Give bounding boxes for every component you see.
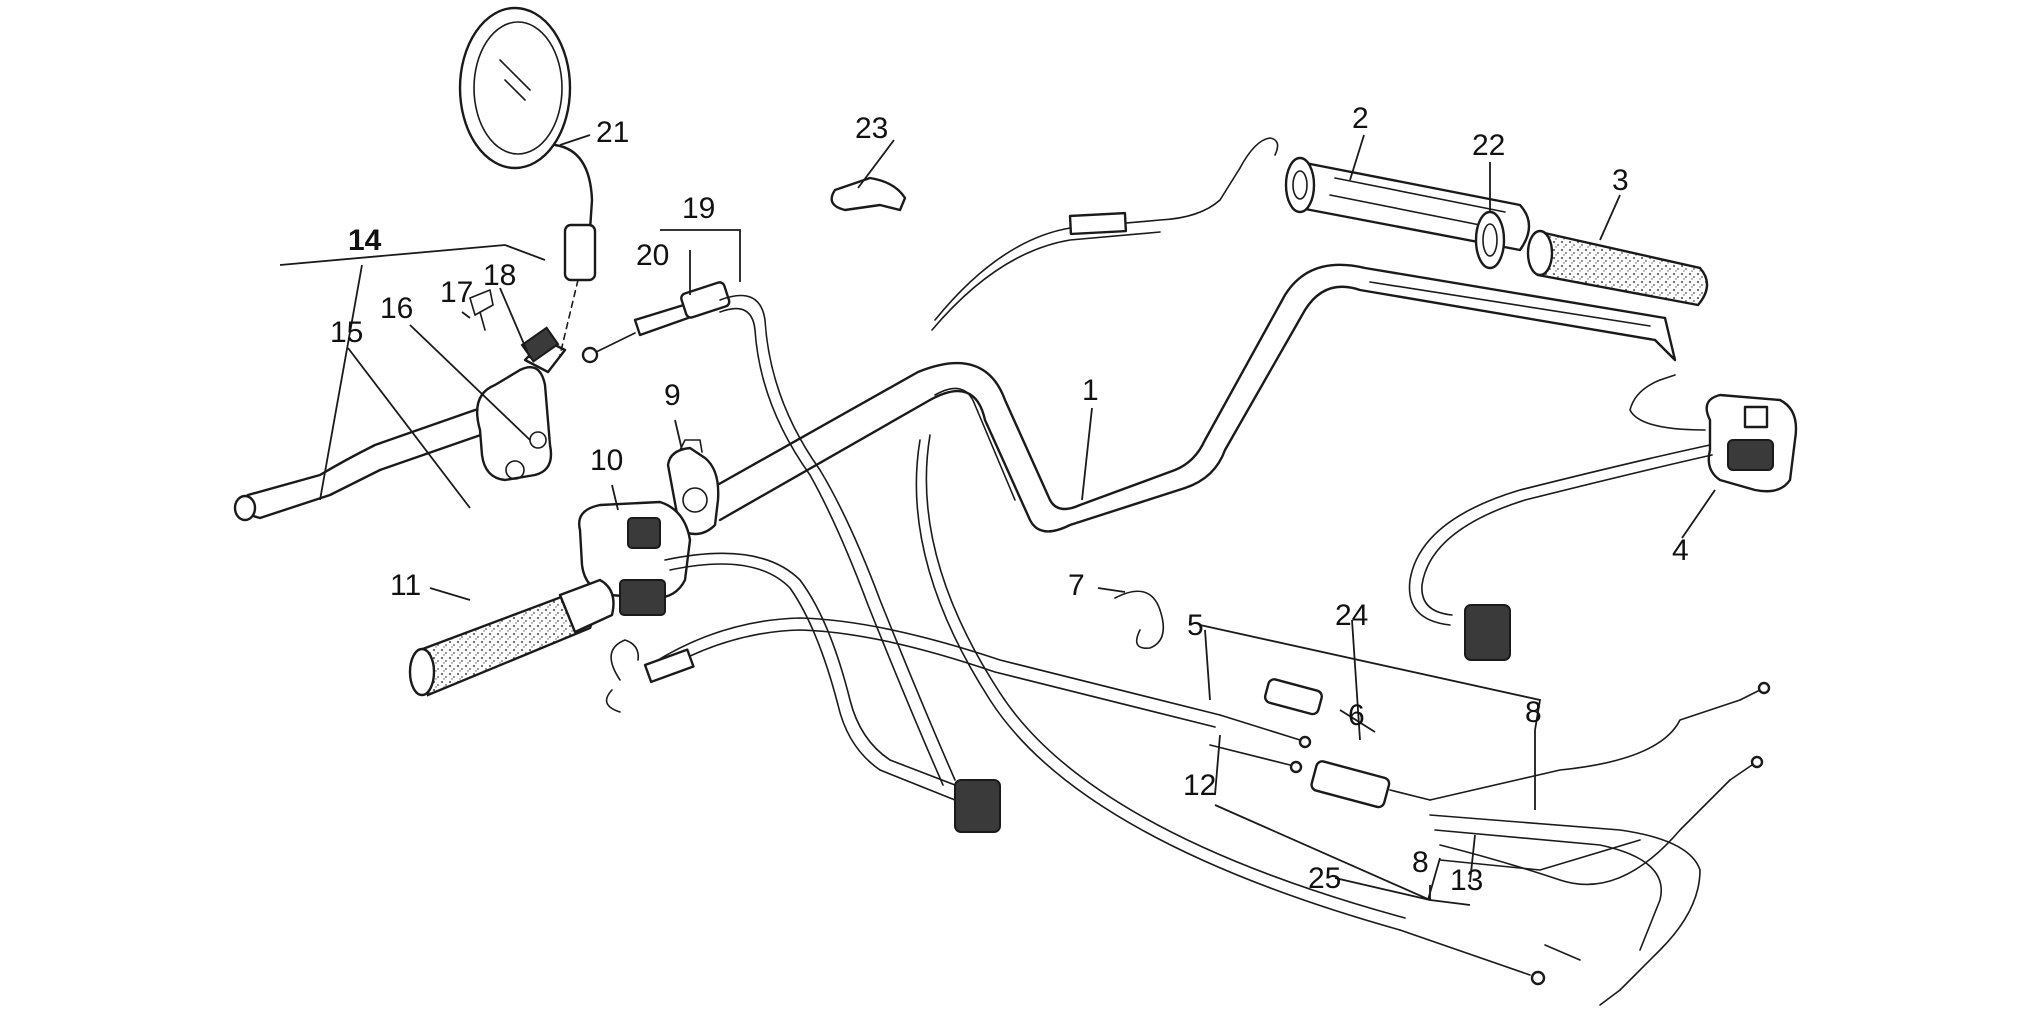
callout-4: 4 bbox=[1672, 534, 1689, 567]
callout-17: 17 bbox=[440, 276, 473, 309]
callout-10: 10 bbox=[590, 444, 623, 477]
throttle-cable-top bbox=[931, 137, 1279, 331]
callout-9: 9 bbox=[664, 379, 681, 412]
washer-part bbox=[1474, 210, 1506, 270]
callout-12: 12 bbox=[1183, 769, 1216, 802]
callout-1: 1 bbox=[1082, 374, 1099, 407]
right-grip-part bbox=[1526, 229, 1709, 307]
callout-20: 20 bbox=[636, 239, 669, 272]
callout-25: 25 bbox=[1308, 862, 1341, 895]
callout-18: 18 bbox=[483, 259, 516, 292]
handlebar-part bbox=[710, 263, 1677, 533]
callout-15: 15 bbox=[330, 316, 363, 349]
starter-switch-part bbox=[666, 439, 720, 536]
callout-5: 5 bbox=[1187, 609, 1204, 642]
small-clip-part bbox=[1114, 590, 1165, 649]
callout-labels: 1 2 22 3 4 5 24 6 7 8 8 13 12 25 9 10 11… bbox=[330, 102, 1689, 897]
leader-lines bbox=[279, 134, 1716, 906]
callout-16: 16 bbox=[380, 292, 413, 325]
callout-14: 14 bbox=[348, 224, 382, 257]
callout-8-upper: 8 bbox=[1525, 696, 1542, 729]
throttle-tube-part bbox=[1284, 156, 1531, 252]
callout-22: 22 bbox=[1472, 129, 1505, 162]
callout-13: 13 bbox=[1450, 864, 1483, 897]
callout-19: 19 bbox=[682, 192, 715, 225]
choke-assembly bbox=[581, 281, 956, 786]
callout-6: 6 bbox=[1348, 699, 1365, 732]
cable-clip-part bbox=[830, 176, 907, 212]
callout-21: 21 bbox=[596, 116, 629, 149]
callout-3: 3 bbox=[1612, 164, 1629, 197]
callout-11: 11 bbox=[390, 569, 421, 602]
callout-8-lower: 8 bbox=[1412, 846, 1429, 879]
callout-24: 24 bbox=[1335, 599, 1368, 632]
callout-23: 23 bbox=[855, 112, 888, 145]
mirror-part bbox=[458, 6, 597, 356]
lower-cables bbox=[605, 434, 1546, 986]
left-grip-part bbox=[408, 578, 615, 697]
callout-2: 2 bbox=[1352, 102, 1369, 135]
cable-bundle bbox=[1429, 681, 1771, 1006]
callout-7: 7 bbox=[1068, 569, 1085, 602]
right-switch-part bbox=[1408, 374, 1798, 661]
left-switch-part bbox=[578, 500, 1001, 833]
adjuster-parts bbox=[1263, 678, 1431, 809]
